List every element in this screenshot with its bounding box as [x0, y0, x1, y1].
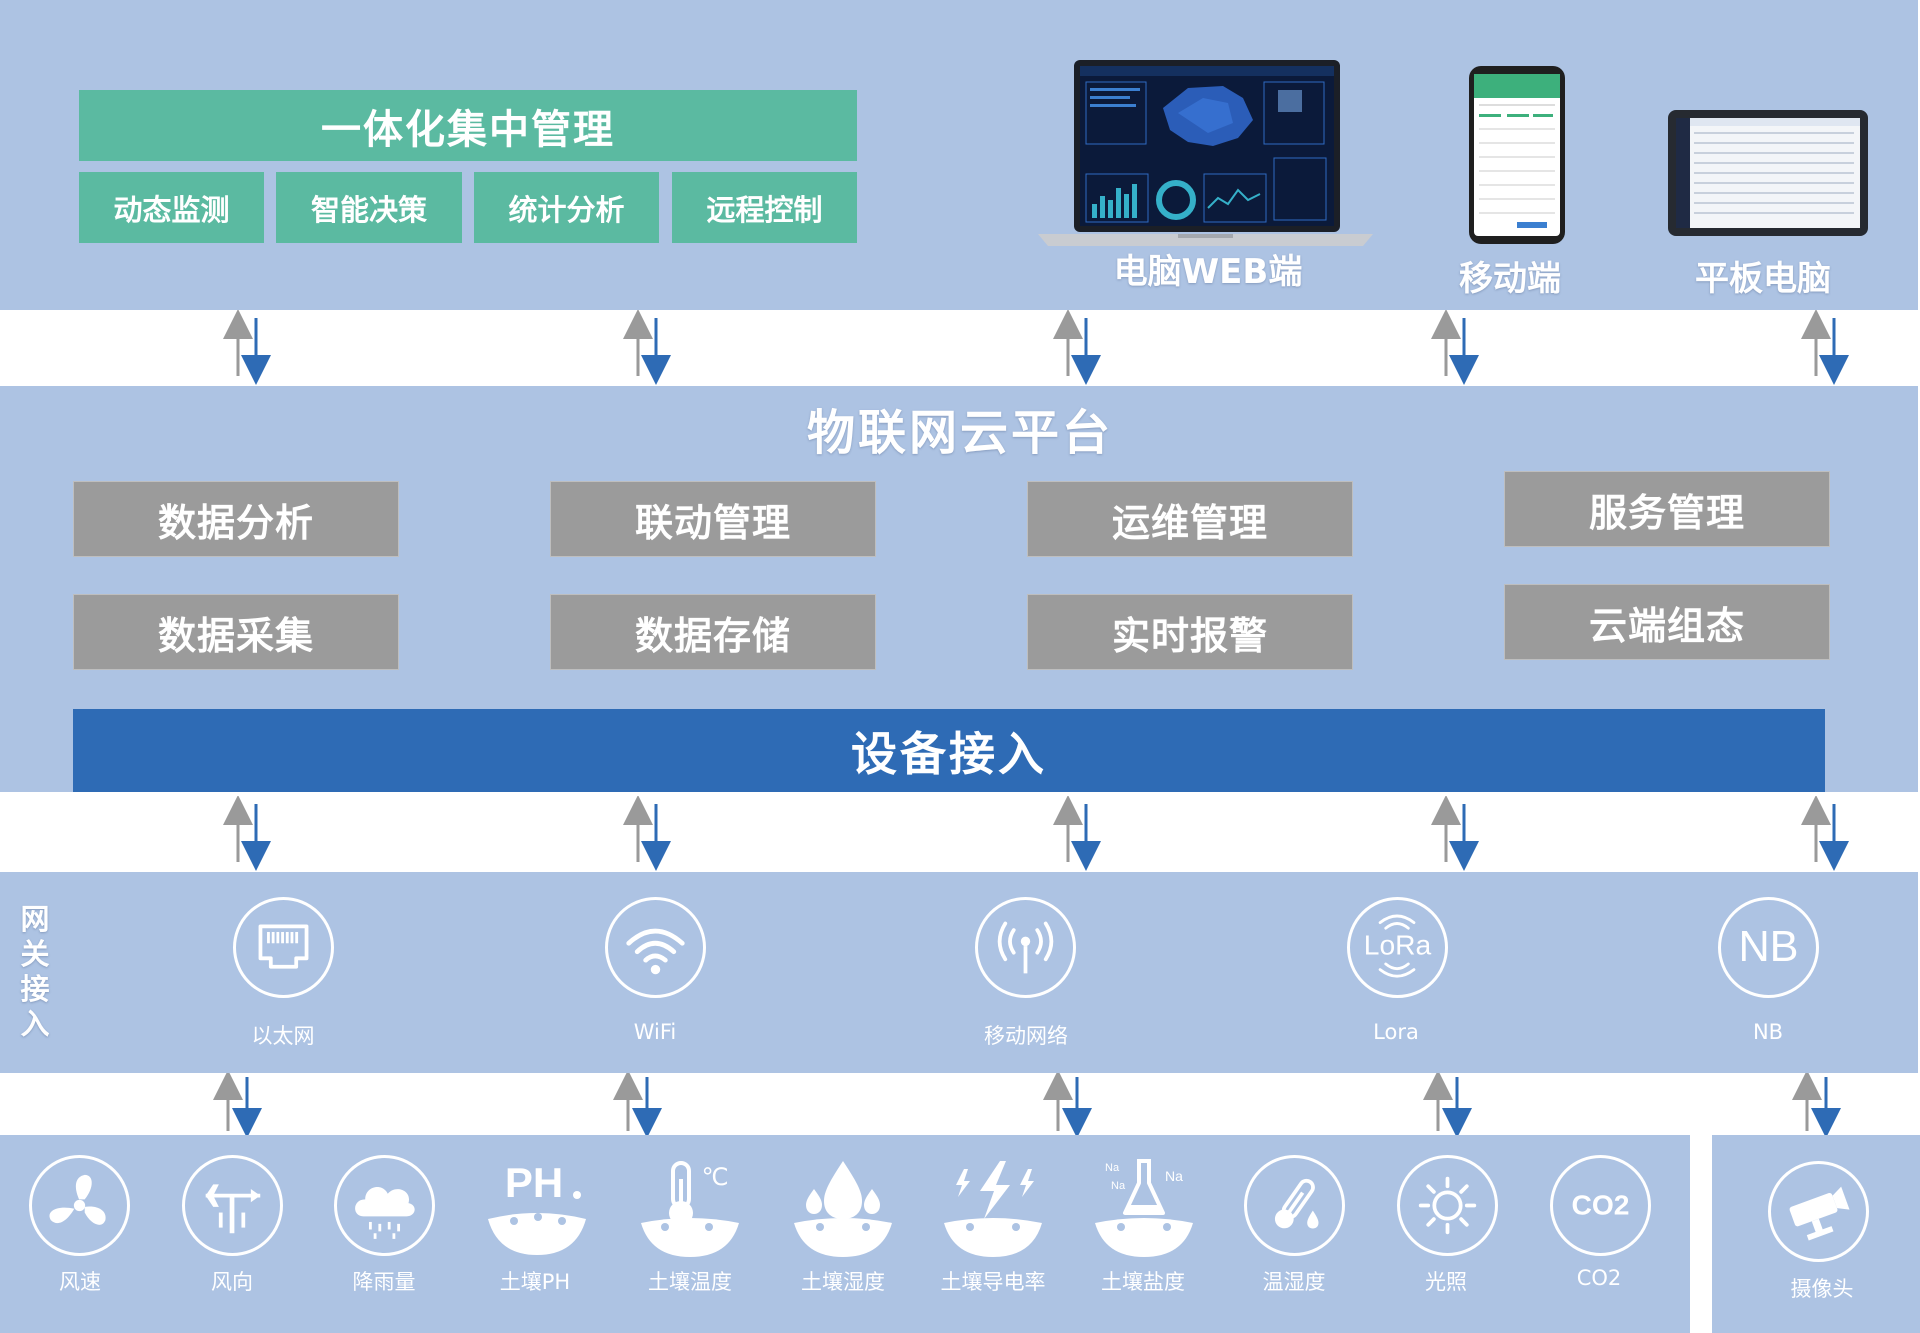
phone-device: [1469, 66, 1565, 244]
svg-text:LoRa: LoRa: [1364, 929, 1432, 961]
cloud-module-data-storage[interactable]: 数据存储: [550, 594, 876, 670]
svg-text:℃: ℃: [702, 1163, 729, 1191]
arrows-row-3: [213, 1073, 1841, 1135]
module-statistical-analysis[interactable]: 统计分析: [474, 172, 659, 243]
sensor-label-soil-ph: 土壤PH: [499, 1270, 571, 1294]
sensor-label-soil-salinity: 土壤盐度: [1101, 1270, 1185, 1294]
ethernet-icon: [233, 897, 334, 998]
arrow-pair-3: [1053, 310, 1101, 385]
wifi-icon: [605, 897, 706, 998]
svg-text:NB: NB: [1738, 923, 1798, 971]
nb-icon: NB: [1718, 897, 1819, 998]
tablet-device: [1668, 110, 1868, 236]
sensor-label-soil-temperature: 土壤温度: [648, 1270, 732, 1294]
cloud-module-realtime-alarm[interactable]: 实时报警: [1027, 594, 1353, 670]
soil-salinity-icon: Na Na Na: [1095, 1159, 1193, 1257]
svg-text:PH: PH: [505, 1159, 563, 1206]
lora-icon: LoRa: [1347, 897, 1448, 998]
arrow-pair-4: [1431, 310, 1479, 385]
sensor-label-wind-speed: 风速: [59, 1270, 101, 1294]
camera-label: 摄像头: [1790, 1277, 1854, 1301]
arrow-pair-3: [1053, 796, 1101, 871]
arrow-pair-2: [623, 310, 671, 385]
rain-cloud-icon: [334, 1155, 435, 1256]
soil-humidity-icon: [794, 1161, 892, 1257]
arrow-pair-2: [623, 796, 671, 871]
svg-text:CO2: CO2: [1572, 1188, 1630, 1220]
fan-icon: [29, 1155, 130, 1256]
gateway-label-mobile-network: 移动网络: [984, 1024, 1068, 1048]
arrow-pair-1: [213, 1073, 262, 1135]
device-label-mobile: 移动端: [1459, 258, 1561, 299]
soil-temperature-icon: ℃: [641, 1161, 739, 1257]
sun-icon: [1397, 1155, 1498, 1256]
cloud-module-service-management[interactable]: 服务管理: [1504, 471, 1830, 547]
arrow-pair-2: [613, 1073, 662, 1135]
gateway-label-lora: Lora: [1373, 1020, 1419, 1044]
cloud-module-linkage-management[interactable]: 联动管理: [550, 481, 876, 557]
soil-ph-icon: PH: [488, 1159, 586, 1255]
arrows-row-1: [223, 310, 1849, 385]
sensor-label-temp-humidity: 温湿度: [1262, 1270, 1326, 1294]
thermometer-icon: [1244, 1155, 1345, 1256]
module-remote-control[interactable]: 远程控制: [672, 172, 857, 243]
cloud-module-data-analysis[interactable]: 数据分析: [73, 481, 399, 557]
management-title: 一体化集中管理: [79, 90, 857, 161]
cloud-module-data-collection[interactable]: 数据采集: [73, 594, 399, 670]
gateway-side-label: 网关接入: [20, 902, 50, 1041]
svg-text:Na: Na: [1165, 1168, 1183, 1184]
module-smart-decision[interactable]: 智能决策: [276, 172, 462, 243]
sensor-label-rainfall: 降雨量: [352, 1270, 416, 1294]
arrow-pair-1: [223, 310, 271, 385]
cloud-platform-title: 物联网云平台: [806, 405, 1113, 461]
arrow-pair-5: [1801, 796, 1849, 871]
svg-text:Na: Na: [1105, 1162, 1120, 1174]
camera-icon: [1768, 1161, 1869, 1262]
arrow-pair-5: [1792, 1073, 1841, 1135]
arrow-pair-5: [1801, 310, 1849, 385]
gateway-label-wifi: WiFi: [633, 1020, 677, 1044]
laptop-device: [1038, 60, 1373, 246]
gateway-label-ethernet: 以太网: [251, 1024, 315, 1048]
arrow-pair-4: [1423, 1073, 1472, 1135]
module-dynamic-monitoring[interactable]: 动态监测: [79, 172, 264, 243]
sensor-label-soil-humidity: 土壤湿度: [801, 1270, 885, 1294]
device-access-bar: 设备接入: [73, 709, 1825, 792]
arrow-pair-1: [223, 796, 271, 871]
sensor-label-light: 光照: [1425, 1270, 1467, 1294]
antenna-icon: [975, 897, 1076, 998]
device-label-web: 电脑WEB端: [1113, 251, 1303, 292]
svg-text:Na: Na: [1111, 1180, 1126, 1192]
gateway-label-nb: NB: [1752, 1020, 1784, 1044]
sensor-label-wind-direction: 风向: [211, 1270, 253, 1294]
arrow-pair-4: [1431, 796, 1479, 871]
wind-vane-icon: [182, 1155, 283, 1256]
co2-icon: CO2: [1550, 1155, 1651, 1256]
arrow-pair-3: [1043, 1073, 1092, 1135]
cloud-module-operations-management[interactable]: 运维管理: [1027, 481, 1353, 557]
sensor-label-co2: CO2: [1576, 1266, 1622, 1290]
sensor-label-soil-conductivity: 土壤导电率: [940, 1270, 1046, 1294]
cloud-module-cloud-configuration[interactable]: 云端组态: [1504, 584, 1830, 660]
soil-conductivity-icon: [944, 1161, 1042, 1257]
arrows-row-2: [223, 796, 1849, 871]
device-label-tablet: 平板电脑: [1695, 258, 1831, 299]
